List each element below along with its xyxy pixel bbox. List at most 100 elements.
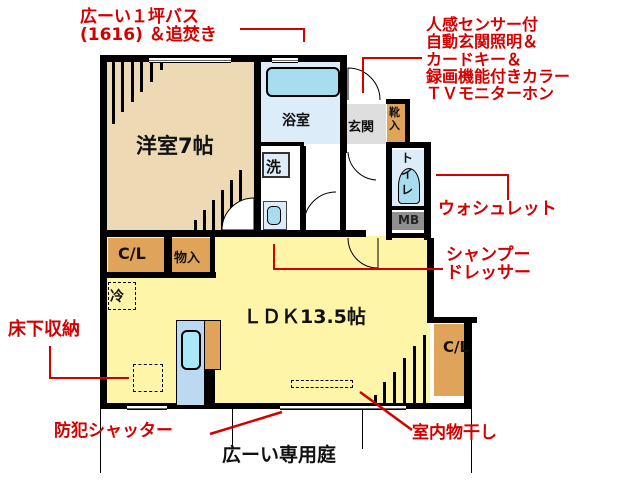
wall-closet-divider <box>164 236 172 276</box>
wall-wash-hall <box>300 146 306 236</box>
washing-machine-box <box>262 152 290 178</box>
door-swing-entrance <box>347 67 381 101</box>
door-swing-western <box>221 197 255 231</box>
hatch <box>403 358 406 404</box>
toilet-bowl-icon <box>398 168 420 204</box>
wall-ldk-right <box>427 238 434 322</box>
wall-entrance-top <box>386 99 410 104</box>
wall-wash-bottom <box>254 230 366 237</box>
hall <box>346 148 386 230</box>
entrance-features-annotation: 人感センサー付 自動玄関照明＆ カードキー＆ 録画機能付きカラー ＴＶモニターホ… <box>426 15 571 103</box>
window-ldk-left <box>127 405 167 410</box>
wall-top-bath <box>254 55 346 62</box>
wall-bath-right <box>340 55 347 145</box>
wall-closet-right-outer <box>464 317 472 405</box>
entrance-features-line-2: 自動玄関照明＆ <box>426 32 539 52</box>
hatch <box>374 395 377 405</box>
entrance-features-line-3: カードキー＆ <box>426 49 523 69</box>
entrance-arrow-line <box>362 57 422 59</box>
entrance-features-line-1: 人感センサー付 <box>426 15 539 34</box>
bath-arrow-line <box>240 28 304 30</box>
window-bath <box>272 57 298 63</box>
hatch <box>212 200 215 232</box>
entrance-features-line-4: 録画機能付きカラー <box>426 66 571 86</box>
indoor-drying-annotation: 室内物干し <box>412 423 497 443</box>
storage-label: 物入 <box>174 251 201 266</box>
hatch <box>383 382 386 404</box>
ldk-right-wall-fill <box>346 236 430 402</box>
entrance <box>346 104 386 144</box>
garden-boundary-left <box>100 409 101 473</box>
garden-divider <box>362 409 363 449</box>
hatch <box>131 62 134 102</box>
wall-toilet-right <box>424 142 431 240</box>
closet-right <box>434 324 464 396</box>
wall-western-bottom <box>100 230 260 237</box>
door-swing-ldk <box>347 237 379 269</box>
hatch <box>194 220 197 232</box>
underfloor-arrow-line <box>49 346 51 378</box>
ldk-label: ＬＤＫ13.5帖 <box>243 306 366 328</box>
hatch <box>393 372 396 404</box>
shampoo-arrow-line <box>273 244 275 270</box>
hatch <box>112 62 115 124</box>
western-room <box>106 62 254 230</box>
underfloor-storage-hatch <box>133 364 163 392</box>
entrance-label: 玄関 <box>348 120 375 135</box>
wall-toilet-left <box>386 148 392 240</box>
bathroom-label: 浴室 <box>282 113 310 129</box>
window-ldk-shutter <box>280 405 406 410</box>
indoor-drying-rack <box>291 380 353 388</box>
washroom-label: 洗 <box>266 158 282 176</box>
indoor-drying-arrow <box>359 390 413 432</box>
storage <box>172 238 210 272</box>
fridge-label: 冷 <box>110 289 124 305</box>
wall-mb-top <box>386 206 430 210</box>
underfloor-storage-annotation: 床下収納 <box>8 319 80 340</box>
door-swing-wash <box>303 191 337 225</box>
closet-left-label: C/L <box>118 244 146 263</box>
hatch <box>140 62 143 92</box>
toilet-label: トイレ <box>401 151 414 197</box>
fridge-space <box>108 282 136 310</box>
washlet-arrow-line <box>436 174 508 176</box>
shutter-arrow <box>209 410 283 436</box>
window-western <box>149 57 231 63</box>
washlet-annotation: ウォシュレット <box>438 199 557 219</box>
hatch <box>221 190 224 232</box>
wall-kitchen-partition <box>203 368 215 406</box>
bath-arrow-line <box>303 28 305 42</box>
wall-shoe-right <box>405 99 410 144</box>
wall-storage-right <box>210 236 215 276</box>
hatch <box>203 210 206 232</box>
hatch <box>160 62 163 70</box>
kitchen-stove-counter <box>204 320 221 370</box>
bath-annotation: 広ーい１坪バス (1616) ＆追焚き <box>80 8 217 45</box>
bath-annotation-line-1: 広ーい１坪バス <box>80 7 199 27</box>
security-shutter-annotation: 防犯シャッター <box>54 421 173 441</box>
garden-label: 広ーい専用庭 <box>222 444 337 466</box>
garden-boundary-right <box>471 409 472 473</box>
shoe-storage <box>387 104 405 142</box>
meter-box <box>392 212 424 230</box>
wall-bath-wash <box>254 142 304 146</box>
door-swing-hall <box>347 151 377 181</box>
entrance-arrow-line <box>362 57 364 93</box>
garden-divider <box>232 409 233 449</box>
hatch <box>423 335 426 404</box>
wall-closet-bottom <box>100 272 216 278</box>
bathtub-icon <box>266 67 340 97</box>
hatch <box>121 62 124 112</box>
wall-mb-bottom <box>386 233 431 238</box>
hatch <box>230 180 233 232</box>
wall-toilet-top <box>386 142 430 148</box>
hatch <box>150 62 153 82</box>
shampoo-dresser-annotation: シャンプー ドレッサー <box>446 246 531 283</box>
wall-hall-right <box>340 146 346 236</box>
kitchen-sink-bowl-icon <box>181 330 201 370</box>
washlet-arrow-line <box>507 174 509 200</box>
bath-annotation-line-2: (1616) ＆追焚き <box>80 25 217 46</box>
closet-right-label: C/L <box>443 338 470 356</box>
shampoo-dresser-line-2: ドレッサー <box>446 263 531 284</box>
hatch <box>413 346 416 404</box>
